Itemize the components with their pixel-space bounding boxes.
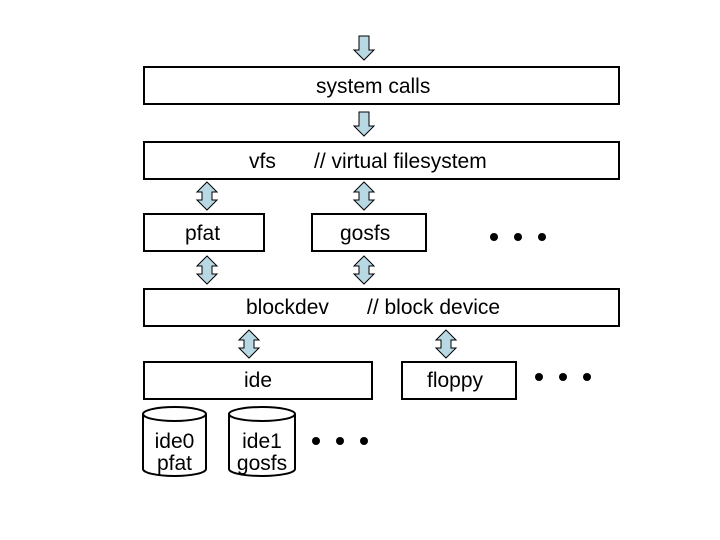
double-arrow-pfat-blockdev: [195, 255, 219, 285]
ellipsis-fs-row: [490, 233, 546, 241]
cylinder-icon: [228, 406, 296, 477]
cylinder-icon: [142, 406, 207, 477]
syscalls-label: system calls: [316, 75, 431, 98]
ellipsis-disk-row: [312, 437, 368, 445]
gosfs-label: gosfs: [340, 222, 391, 245]
disk-ide0-name: ide0: [154, 430, 195, 453]
disk-ide1: ide1 gosfs: [227, 405, 297, 479]
pfat-module: [143, 213, 265, 252]
down-arrow-syscalls-vfs: [352, 111, 376, 137]
blockdev-label: blockdev: [246, 296, 329, 319]
ellipsis-driver-row: [535, 373, 591, 381]
double-arrow-vfs-pfat: [195, 181, 219, 211]
disk-ide0: ide0 pfat: [141, 405, 208, 479]
down-arrow-top: [352, 35, 376, 61]
double-arrow-vfs-gosfs: [352, 181, 376, 211]
double-arrow-blockdev-floppy: [434, 329, 458, 359]
syscalls-layer: [143, 66, 620, 105]
double-arrow-gosfs-blockdev: [352, 255, 376, 285]
disk-ide0-fs: pfat: [156, 452, 193, 475]
ide-label: ide: [244, 369, 273, 392]
double-arrow-blockdev-ide: [237, 329, 261, 359]
disk-ide1-fs: gosfs: [236, 452, 288, 475]
ide-driver: [143, 361, 373, 400]
blockdev-comment: // block device: [367, 296, 501, 319]
floppy-label: floppy: [427, 369, 484, 392]
blockdev-layer: [143, 288, 620, 327]
vfs-layer: [143, 141, 620, 180]
vfs-label: vfs: [249, 150, 276, 173]
disk-ide1-name: ide1: [242, 430, 282, 453]
pfat-label: pfat: [185, 222, 221, 245]
floppy-driver: [401, 361, 517, 400]
vfs-comment: // virtual filesystem: [314, 150, 487, 173]
gosfs-module: [311, 213, 427, 252]
